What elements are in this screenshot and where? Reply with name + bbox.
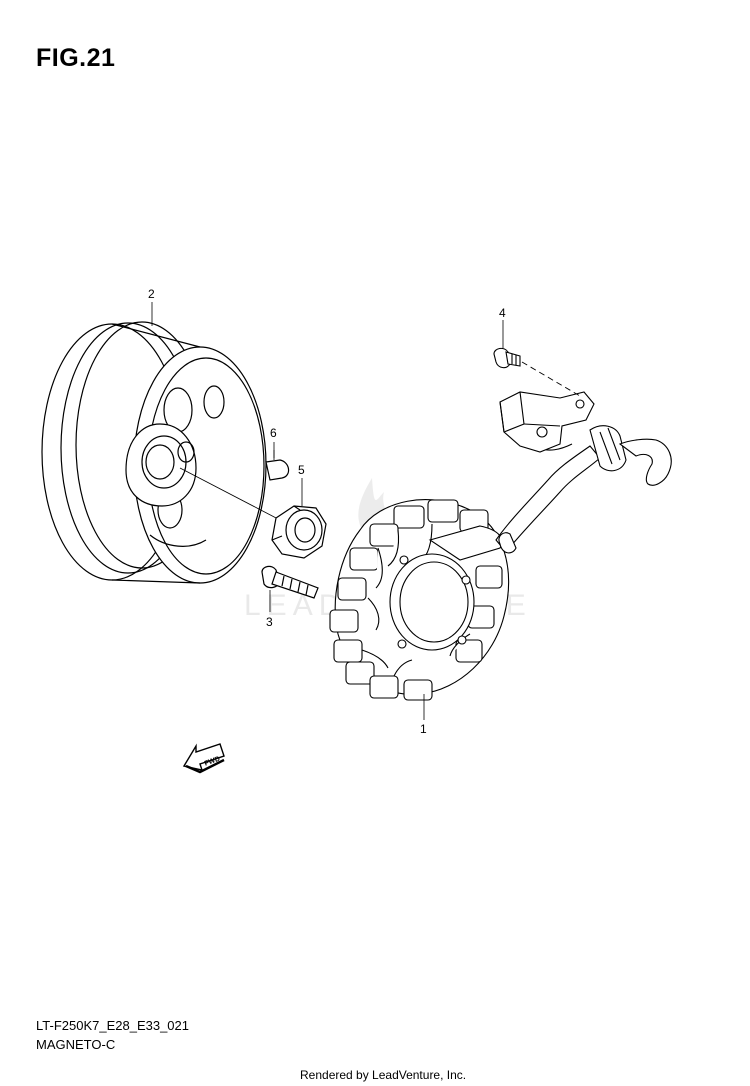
callout-part-1: 1 bbox=[420, 722, 427, 736]
callout-part-5: 5 bbox=[298, 463, 305, 477]
callout-part-6: 6 bbox=[270, 426, 277, 440]
assembly-name: MAGNETO-C bbox=[36, 1037, 116, 1052]
render-credit: Rendered by LeadVenture, Inc. bbox=[300, 1068, 467, 1082]
callout-part-4: 4 bbox=[499, 306, 506, 320]
stator-coil bbox=[329, 499, 510, 701]
flywheel-rotor bbox=[41, 321, 281, 584]
pulser-screw bbox=[493, 347, 581, 397]
leader-lines bbox=[151, 302, 504, 720]
woodruff-key bbox=[265, 450, 290, 481]
collar-nut bbox=[271, 505, 327, 559]
pulser-coil bbox=[499, 391, 595, 453]
arrow-icon bbox=[182, 743, 225, 771]
figure-title: FIG.21 bbox=[36, 44, 116, 72]
forward-direction-arrow: FWD bbox=[182, 743, 225, 774]
callout-part-3: 3 bbox=[266, 615, 273, 629]
rotor-bolt bbox=[261, 565, 319, 599]
wiring-harness bbox=[495, 425, 672, 554]
drawing-code: LT-F250K7_E28_E33_021 bbox=[36, 1018, 189, 1033]
callout-part-2: 2 bbox=[148, 287, 155, 301]
